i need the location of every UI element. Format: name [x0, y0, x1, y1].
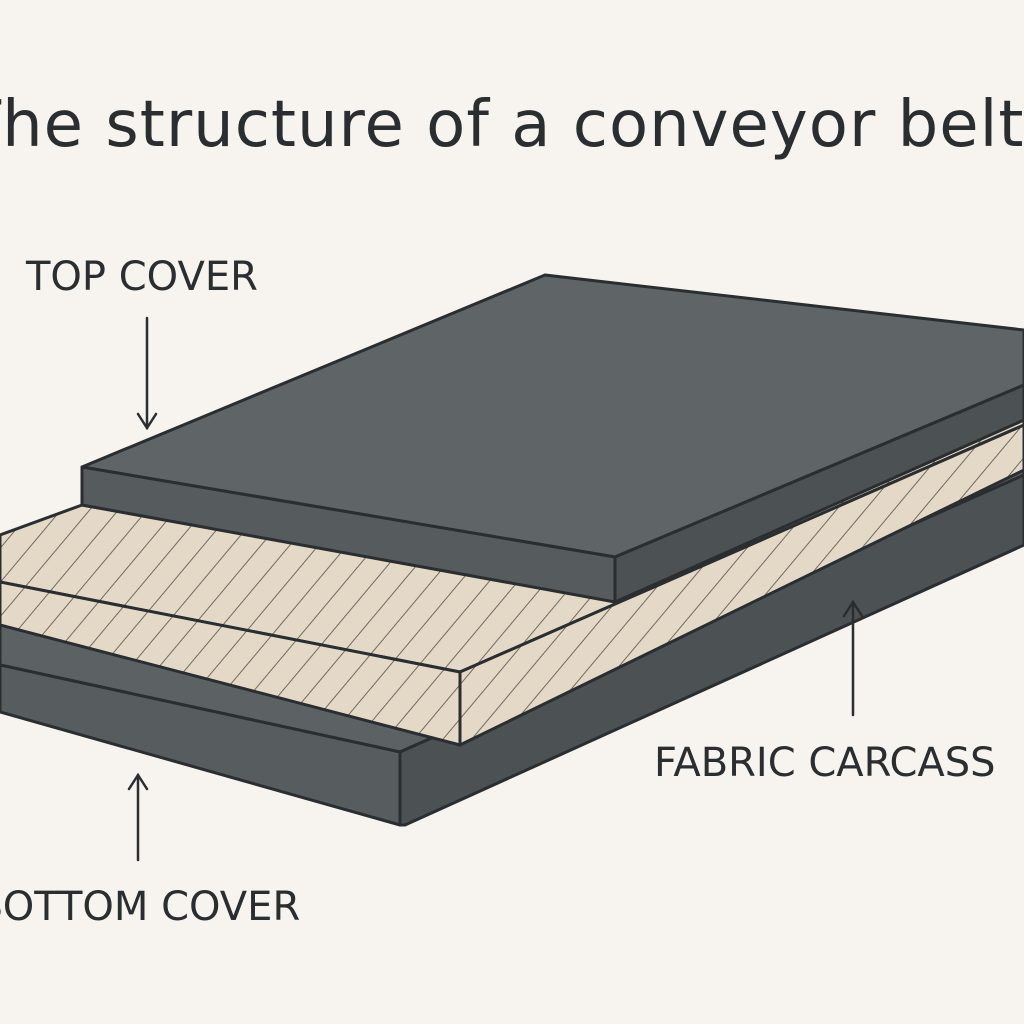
bottom-cover-arrow	[127, 772, 149, 862]
bottom-cover-label: BOTTOM COVER	[0, 884, 301, 930]
fabric-carcass-label: FABRIC CARCASS	[654, 740, 996, 786]
top-cover-arrow	[136, 316, 158, 431]
fabric-carcass-layer	[0, 408, 1024, 747]
top-cover-layer	[80, 273, 1024, 604]
fabric-carcass-arrow	[842, 599, 864, 717]
diagram-title: The structure of a conveyor belt	[0, 88, 1024, 162]
top-cover-label: TOP COVER	[26, 254, 258, 300]
